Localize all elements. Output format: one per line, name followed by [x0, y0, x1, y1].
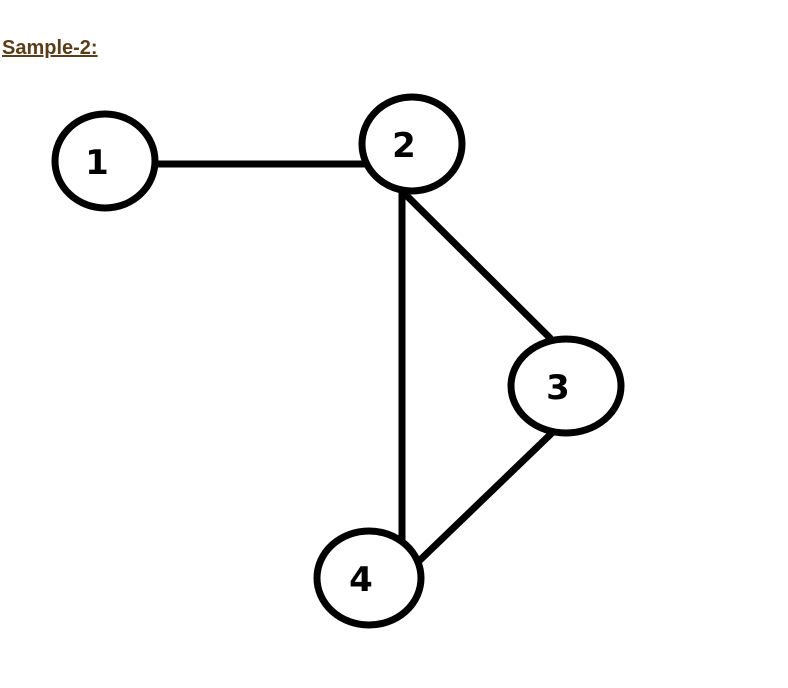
node-3: 3: [507, 335, 625, 437]
node-label-3: 3: [546, 368, 570, 408]
node-circle-2: [358, 93, 466, 195]
edge-3-4: [414, 426, 559, 566]
node-4: 4: [313, 527, 425, 629]
node-label-1: 1: [85, 143, 109, 183]
node-circle-3: [507, 335, 625, 437]
node-circle-4: [313, 527, 425, 629]
node-label-4: 4: [349, 560, 373, 600]
node-circle-1: [51, 110, 159, 212]
edges-layer: [151, 160, 559, 566]
node-label-2: 2: [392, 126, 416, 166]
page-heading: Sample-2:: [2, 37, 98, 59]
edge-2-3: [398, 187, 554, 342]
node-1: 1: [51, 110, 159, 212]
nodes-layer: 1 2 3 4: [51, 93, 625, 629]
node-2: 2: [358, 93, 466, 195]
